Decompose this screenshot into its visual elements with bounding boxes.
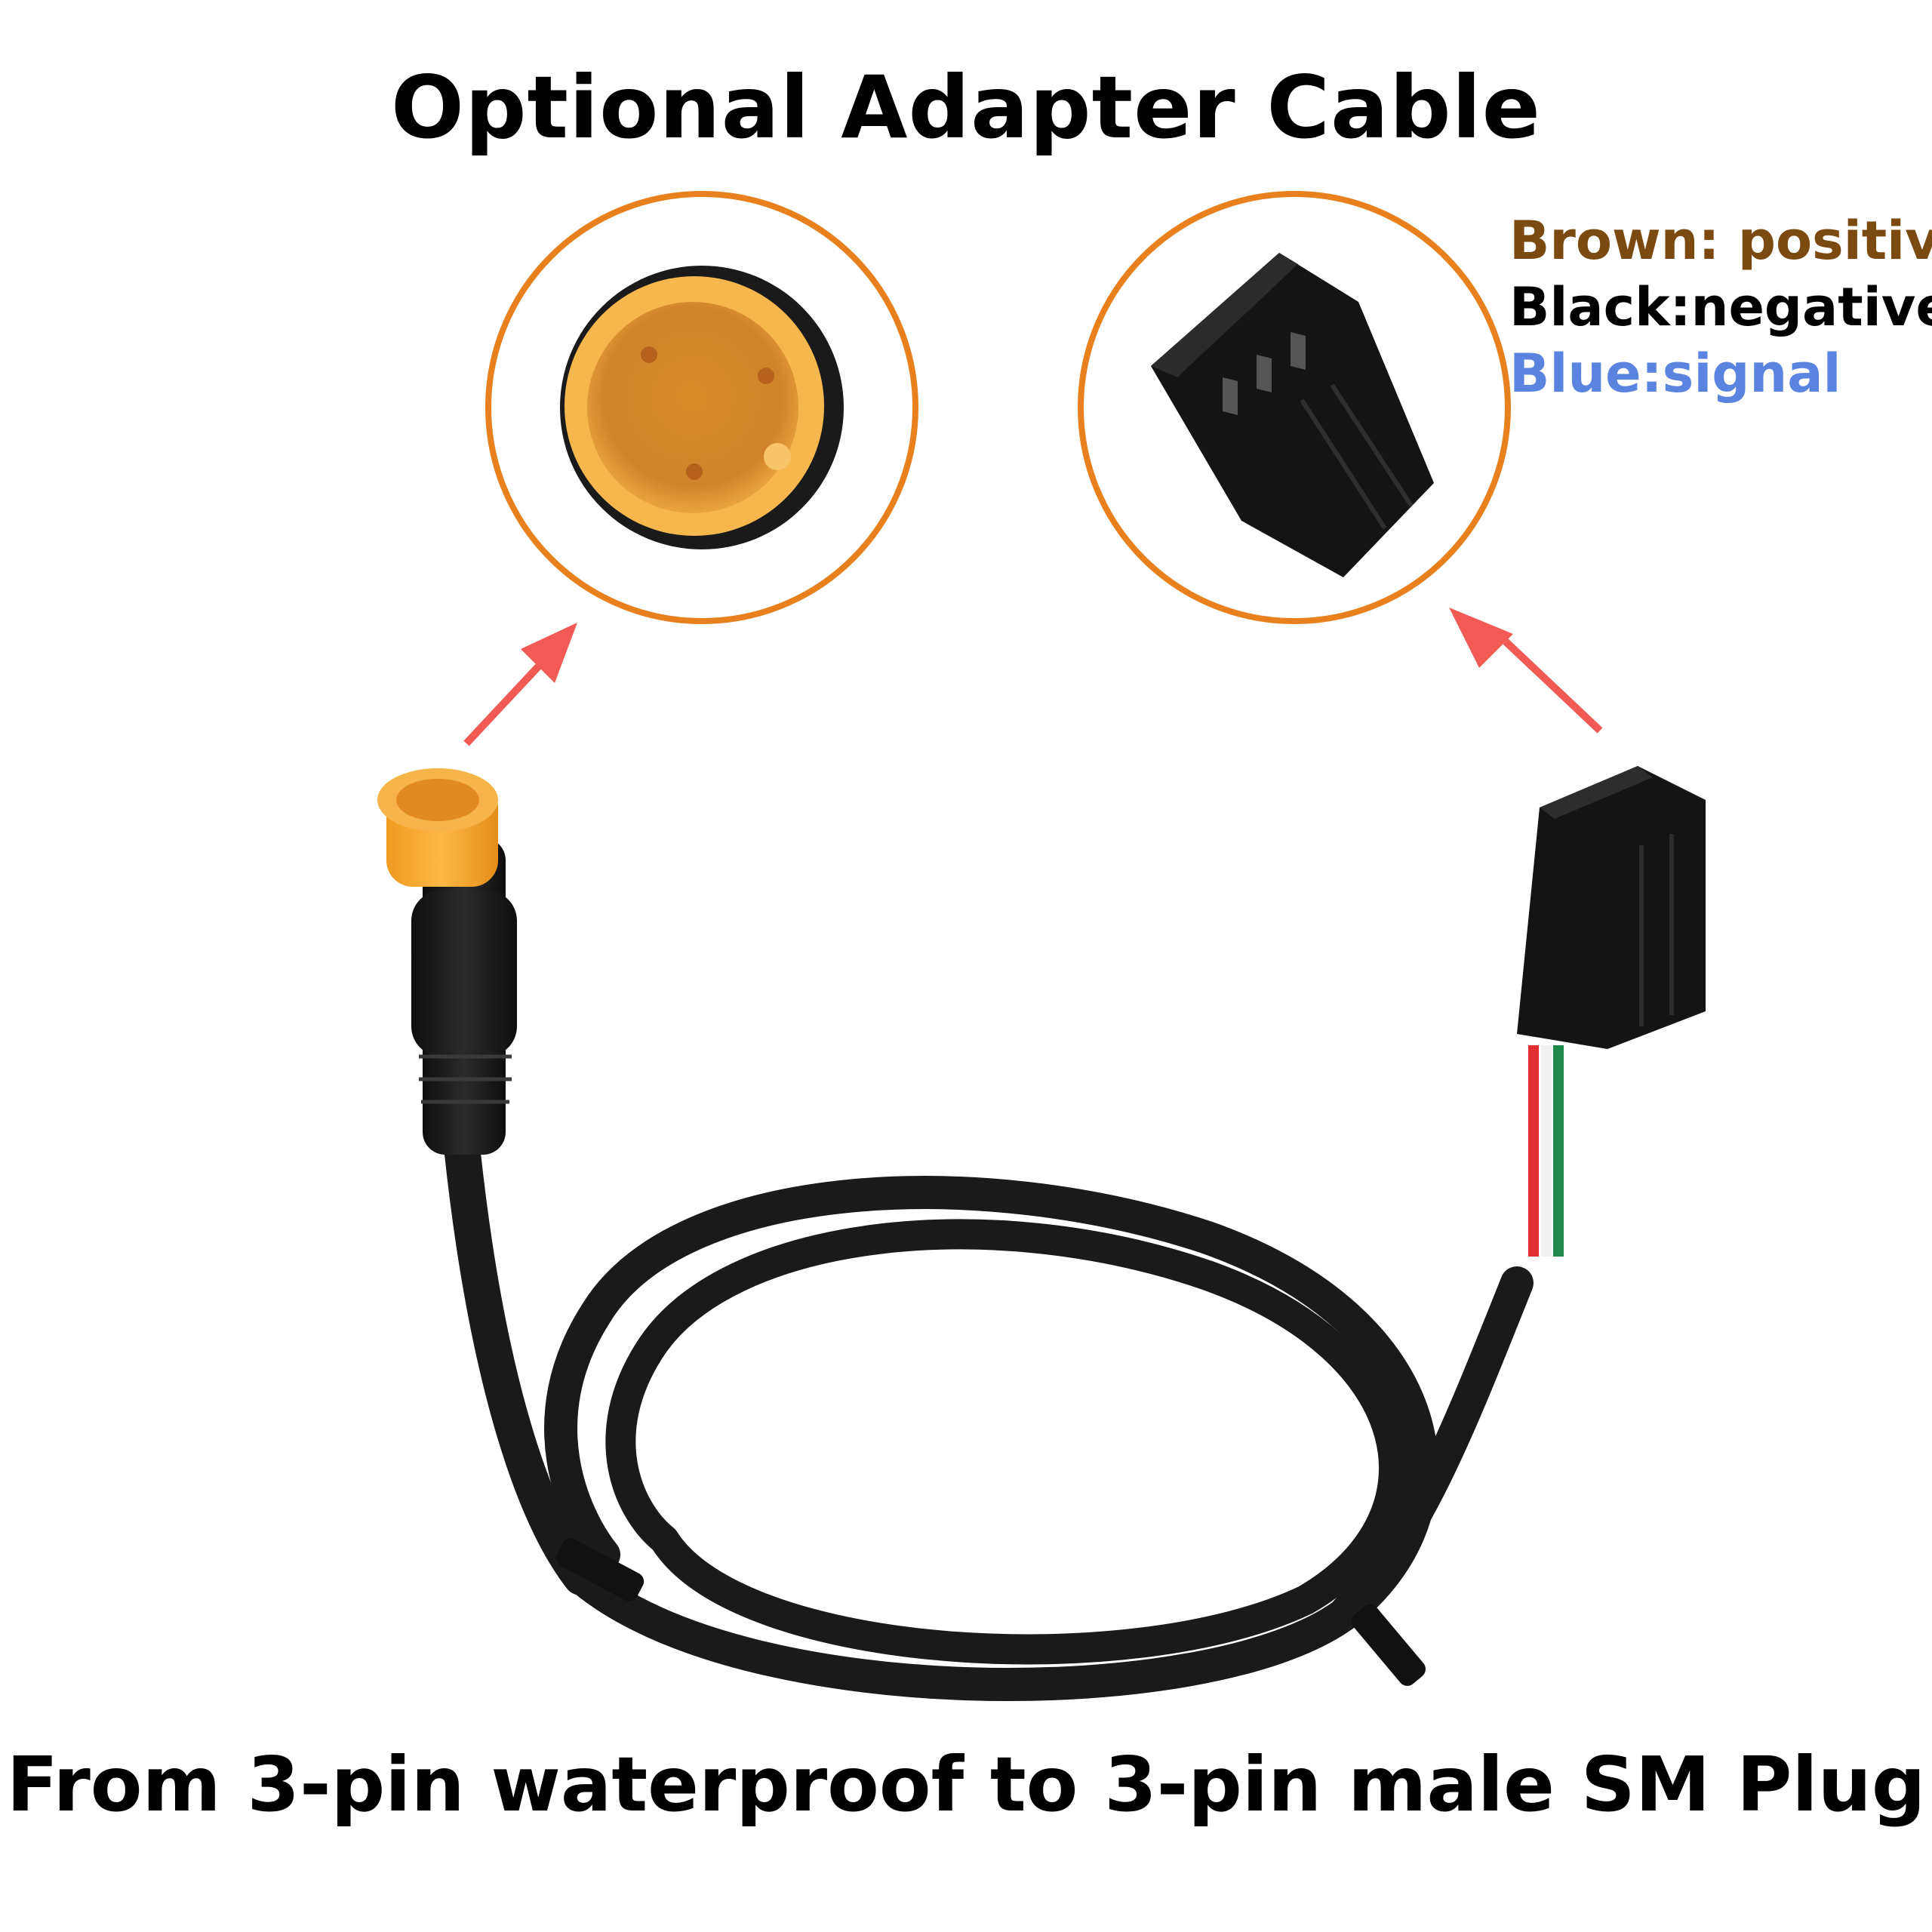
sm-plug-closeup bbox=[1078, 191, 1511, 624]
legend-positive: Brown: positive bbox=[1509, 210, 1932, 272]
cable bbox=[442, 1114, 1534, 1701]
wire-color-legend: Brown: positive Black:negative Blue:sign… bbox=[1509, 208, 1932, 407]
caption: From 3-pin waterproof to 3-pin male SM P… bbox=[6, 1740, 1926, 1829]
arrow-left bbox=[463, 623, 577, 746]
waterproof-connector-closeup bbox=[485, 191, 918, 624]
arrow-right bbox=[1449, 608, 1603, 734]
legend-signal: Blue:signal bbox=[1509, 343, 1841, 405]
page-title: Optional Adapter Cable bbox=[391, 57, 1541, 158]
waterproof-connector bbox=[377, 768, 517, 1155]
legend-negative: Black:negative bbox=[1509, 276, 1932, 338]
cable-ties bbox=[555, 1538, 1426, 1686]
sm-plug bbox=[1517, 766, 1706, 1268]
